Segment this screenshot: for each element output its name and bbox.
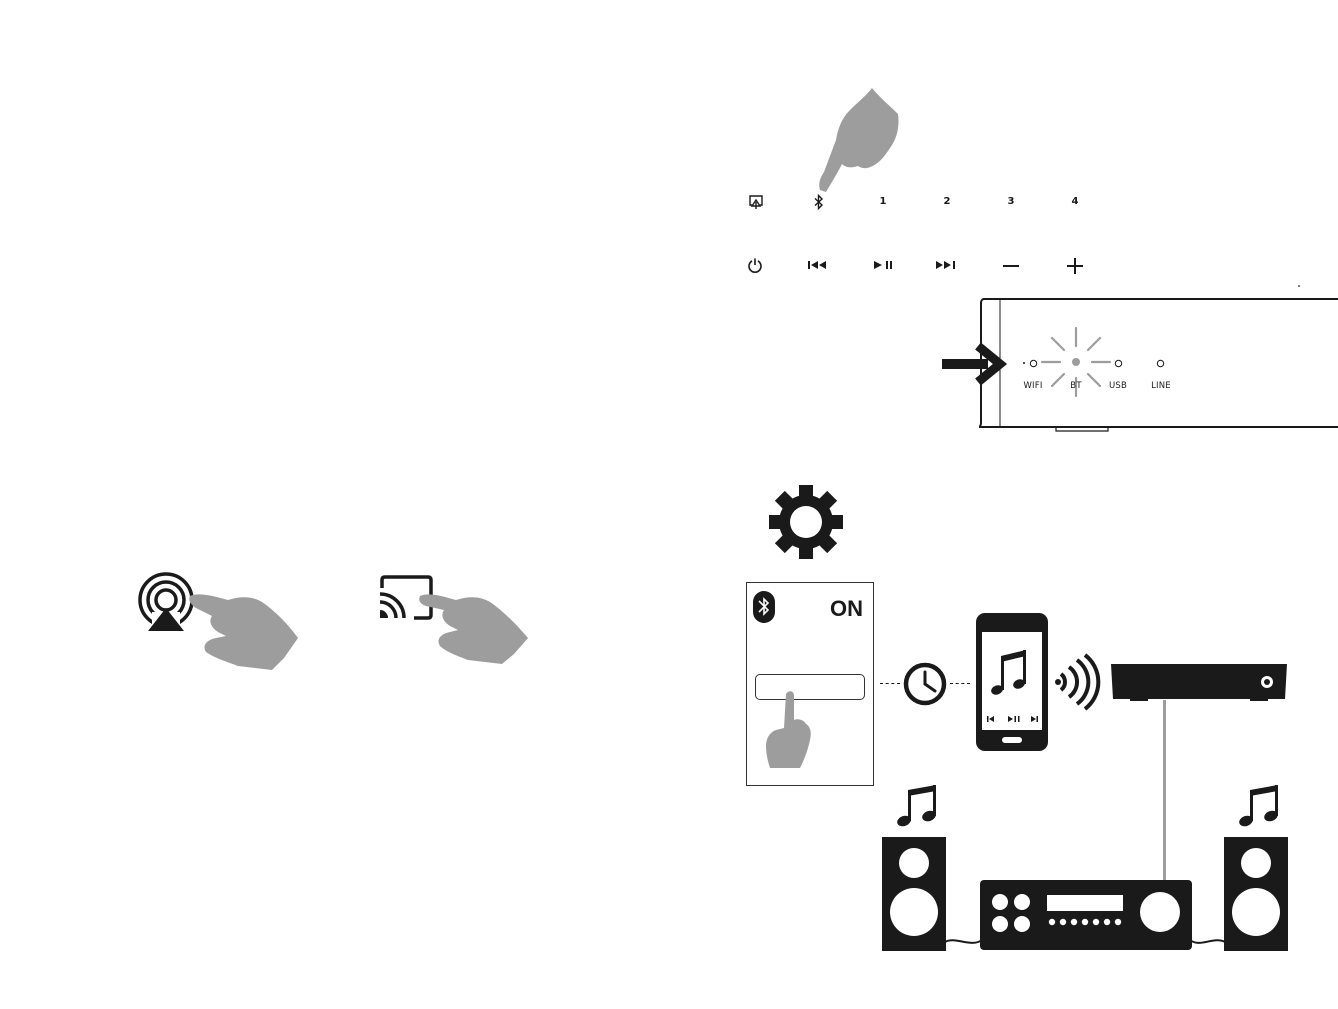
bluetooth-icon[interactable] <box>814 194 824 210</box>
bluetooth-icon <box>752 590 776 624</box>
music-note-icon <box>896 784 940 828</box>
led-label-usb: USB <box>1109 381 1127 391</box>
led-usb <box>1114 359 1123 368</box>
arrow-right-icon <box>942 344 1004 384</box>
plus-icon[interactable] <box>1067 258 1083 274</box>
preset-button-2[interactable]: 2 <box>944 196 951 207</box>
hand-pointer-icon <box>816 88 902 192</box>
minus-icon[interactable] <box>1003 264 1019 268</box>
hand-pointer-icon <box>188 586 300 674</box>
dashed-connector <box>950 683 970 684</box>
dashed-connector <box>880 683 900 684</box>
led-label-bt: BT <box>1070 381 1081 391</box>
led-dot <box>1023 362 1025 364</box>
hand-pointer-icon <box>764 690 814 770</box>
smartphone-icon <box>975 612 1049 752</box>
play-pause-icon[interactable] <box>874 260 894 270</box>
gear-icon <box>768 484 844 560</box>
clock-icon <box>902 661 948 707</box>
previous-icon[interactable] <box>808 260 830 270</box>
wireless-signal-icon <box>1055 654 1097 710</box>
airplay-icon[interactable] <box>748 194 764 210</box>
connection-cable <box>1163 700 1166 882</box>
hand-pointer-icon <box>418 588 530 666</box>
speaker-icon <box>1223 836 1289 952</box>
dot-mark <box>1298 285 1300 287</box>
receiver-box-icon <box>1110 662 1288 702</box>
bluetooth-toggle-label[interactable]: ON <box>830 596 863 622</box>
preset-button-1[interactable]: 1 <box>880 196 887 207</box>
led-label-wifi: WIFI <box>1023 381 1042 391</box>
speaker-icon <box>881 836 947 952</box>
led-line <box>1156 359 1165 368</box>
speaker-cable <box>1190 934 1226 948</box>
preset-button-3[interactable]: 3 <box>1008 196 1015 207</box>
power-icon[interactable] <box>747 257 763 273</box>
preset-button-4[interactable]: 4 <box>1072 196 1079 207</box>
next-icon[interactable] <box>936 260 958 270</box>
led-wifi <box>1029 359 1038 368</box>
amplifier-icon <box>979 878 1193 952</box>
led-label-line: LINE <box>1151 381 1171 391</box>
music-note-icon <box>1238 784 1282 828</box>
speaker-cable <box>945 934 983 948</box>
